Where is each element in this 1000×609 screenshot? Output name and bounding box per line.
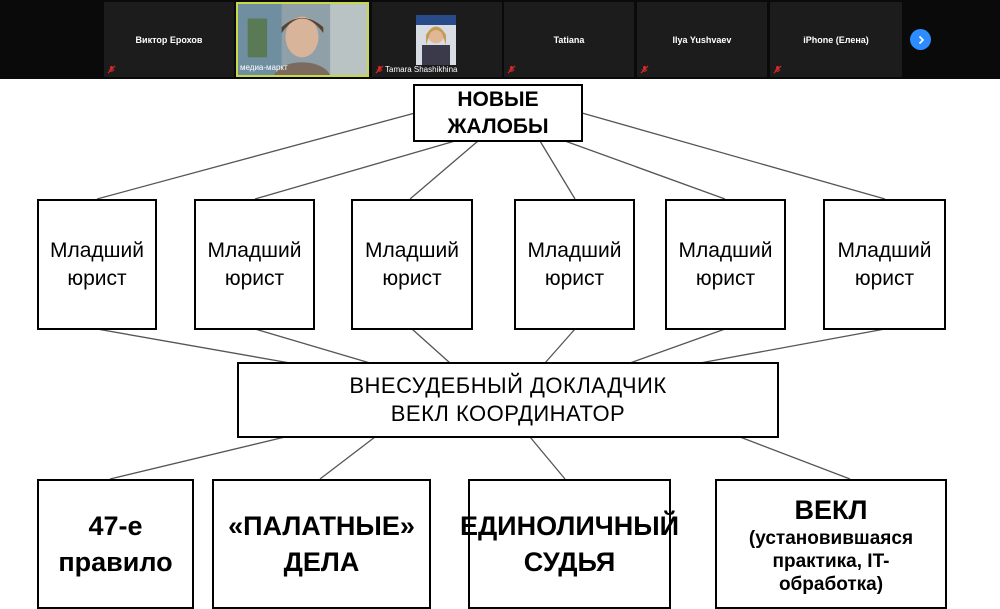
coordinator-label: ВНЕСУДЕБНЫЙ ДОКЛАДЧИК ВЕКЛ КООРДИНАТОР [349,373,667,426]
junior-lawyer-box: Младший юрист [514,199,635,330]
junior-lawyer-label: Младший юрист [365,238,459,290]
participant-video [416,15,456,65]
participant-label: Tamara Shashikhina [385,65,458,74]
junior-lawyer-box: Младший юрист [665,199,786,330]
junior-lawyer-label: Младший юрист [837,238,932,290]
rule-47-box: 47-е правило [37,479,194,609]
participant-tile-tatiana[interactable]: Tatiana [504,2,634,77]
participant-tile-ilya[interactable]: Ilya Yushvaev [637,2,767,77]
junior-lawyer-label: Младший юрист [527,238,622,290]
junior-lawyer-label: Младший юрист [678,238,773,290]
next-participants-button[interactable] [910,29,931,50]
participant-name: iPhone (Елена) [803,35,869,45]
participant-tile-viktor[interactable]: Виктор Ерохов [104,2,234,77]
chamber-cases-label: «ПАЛАТНЫЕ» ДЕЛА [228,511,415,577]
microphone-muted-icon [375,65,384,74]
junior-lawyer-box: Младший юрист [823,199,946,330]
junior-lawyer-box: Младший юрист [194,199,315,330]
coordinator-box: ВНЕСУДЕБНЫЙ ДОКЛАДЧИК ВЕКЛ КООРДИНАТОР [237,362,779,438]
participant-name: Tatiana [553,35,585,45]
single-judge-box: ЕДИНОЛИЧНЫЙ СУДЬЯ [460,479,679,609]
participant-strip: Виктор Ерохов медиа-маркт [0,0,1000,79]
rule-47-label: 47-е правило [58,511,173,577]
participant-label: медиа-маркт [240,63,288,72]
chevron-right-icon [918,35,924,44]
microphone-muted-icon [773,65,782,74]
single-judge-label: ЕДИНОЛИЧНЫЙ СУДЬЯ [459,511,680,577]
participant-name: Ilya Yushvaev [672,35,732,45]
participant-tile-iphone-elena[interactable]: iPhone (Елена) [770,2,902,77]
new-complaints-label: НОВЫЕ ЖАЛОБЫ [447,88,549,138]
junior-lawyer-box: Младший юрист [351,199,473,330]
participant-name: Виктор Ерохов [135,35,203,45]
new-complaints-box: НОВЫЕ ЖАЛОБЫ [413,84,583,142]
junior-lawyer-label: Младший юрист [207,238,302,290]
connector-lines [96,112,886,480]
microphone-muted-icon [107,65,116,74]
junior-lawyer-label: Младший юрист [50,238,144,290]
vekl-box: ВЕКЛ (установившаяся практика, IT- обраб… [715,479,947,609]
vekl-title: ВЕКЛ [794,494,868,525]
chamber-cases-box: «ПАЛАТНЫЕ» ДЕЛА [212,479,431,609]
vekl-subtitle: (установившаяся практика, IT- обработка) [748,527,914,595]
participant-video [238,4,367,75]
microphone-muted-icon [507,65,516,74]
participant-tile-tamara[interactable]: Tamara Shashikhina [372,2,502,77]
shared-slide: НОВЫЕ ЖАЛОБЫ Младший юрист Младший юрист… [0,79,1000,609]
junior-lawyer-box: Младший юрист [37,199,157,330]
microphone-muted-icon [640,65,649,74]
participant-tile-media-markt[interactable]: медиа-маркт [236,2,369,77]
